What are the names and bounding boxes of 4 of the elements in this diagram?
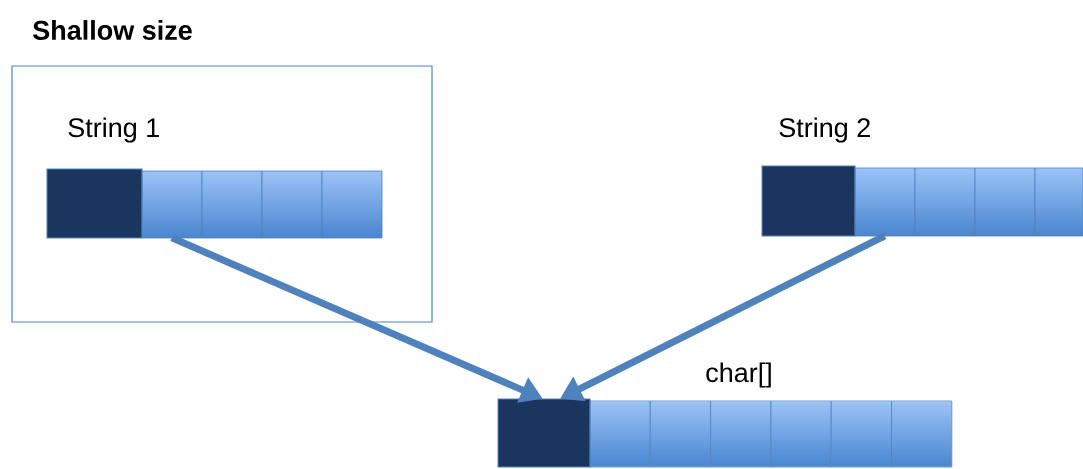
array-label: String 1 — [68, 117, 159, 143]
heading: Shallow size — [33, 20, 192, 40]
array-label: char[] — [706, 362, 771, 388]
array-label: String 2 — [779, 117, 870, 143]
